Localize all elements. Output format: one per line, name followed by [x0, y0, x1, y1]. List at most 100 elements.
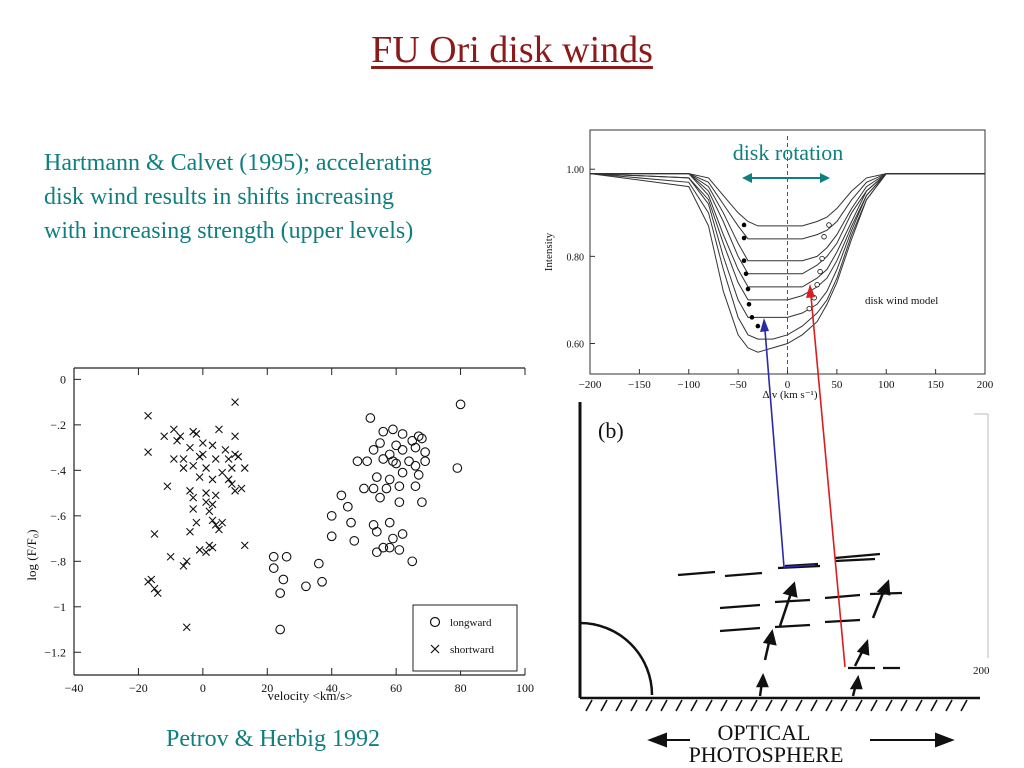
- hatch-mark: [810, 699, 818, 712]
- longward-point: [326, 531, 337, 542]
- longward-point: [281, 551, 292, 562]
- hatch-mark: [855, 699, 863, 712]
- hatch-mark: [615, 699, 623, 712]
- longward-point: [394, 497, 405, 508]
- y-tick-label: −1.2: [44, 645, 66, 659]
- shortward-point: [218, 468, 227, 477]
- shortward-point: [224, 455, 233, 463]
- longward-point: [365, 413, 376, 423]
- longward-point: [384, 542, 395, 553]
- shortward-point: [231, 486, 239, 495]
- legend-shortward: shortward: [450, 644, 494, 656]
- shortward-point: [192, 430, 201, 438]
- shortward-point: [211, 491, 220, 500]
- longward-point: [397, 429, 408, 439]
- longward-point: [391, 440, 401, 451]
- longward-point: [413, 431, 424, 442]
- shortward-point: [160, 432, 169, 441]
- hatch-mark: [960, 699, 968, 712]
- longward-point: [381, 483, 392, 494]
- x-tick-label: 80: [455, 681, 467, 695]
- longward-point: [336, 490, 347, 501]
- longward-point: [326, 510, 337, 521]
- longward-point: [378, 454, 389, 464]
- shortward-point: [144, 448, 152, 457]
- photosphere-schematic: (b) 200 OPTICAL PHOTOSPHERE: [578, 402, 990, 767]
- x-tick-label: −20: [129, 681, 148, 695]
- longward-point: [384, 517, 395, 528]
- hatch-mark: [900, 699, 908, 712]
- shortward-point: [153, 589, 162, 598]
- longward-point: [362, 456, 373, 467]
- longward-point: [404, 456, 414, 467]
- right-frame-edge: [974, 413, 989, 658]
- longward-point: [397, 445, 408, 455]
- shortward-point: [192, 518, 201, 527]
- filled-marker: [741, 222, 747, 228]
- panel-label: (b): [598, 418, 624, 443]
- shortward-point: [182, 557, 191, 566]
- longward-point: [371, 547, 382, 558]
- longward-point: [410, 442, 421, 453]
- shortward-point: [176, 432, 185, 441]
- disk-wind-model-label: disk wind model: [865, 295, 938, 307]
- shortward-point: [150, 584, 159, 593]
- x-tick-label: 100: [516, 681, 534, 695]
- hatch-mark: [645, 699, 653, 712]
- longward-point: [388, 456, 398, 467]
- shortward-point: [211, 455, 220, 463]
- shortward-point: [231, 432, 239, 441]
- longward-point: [317, 576, 327, 587]
- description-line-3: with increasing strength (upper levels): [44, 218, 414, 244]
- longward-point: [391, 458, 401, 469]
- description-line-2: disk wind results in shifts increasing: [44, 184, 394, 210]
- legend-longward: longward: [450, 617, 492, 629]
- shortward-point: [186, 486, 194, 495]
- open-marker: [821, 234, 827, 240]
- longward-point: [313, 558, 324, 569]
- shortward-point: [189, 427, 198, 436]
- shortward-point: [205, 507, 214, 516]
- longward-point: [349, 535, 360, 546]
- x-tick-label: 200: [977, 379, 994, 391]
- wind-arrows: [755, 579, 891, 697]
- shortward-point: [240, 541, 249, 550]
- shortward-point: [234, 452, 243, 461]
- longward-point: [375, 492, 385, 503]
- shortward-point: [189, 505, 198, 513]
- hatch-mark: [825, 699, 833, 712]
- shortward-point: [169, 425, 178, 434]
- profile-curve: [590, 173, 985, 275]
- y-tick-label: −.8: [50, 554, 66, 568]
- hatch-mark: [675, 699, 683, 712]
- hatch-mark: [930, 699, 938, 712]
- longward-point: [384, 474, 395, 485]
- hatch-mark: [795, 699, 803, 712]
- x-tick-label: 0: [200, 681, 206, 695]
- longward-point: [371, 472, 382, 483]
- shortward-point: [208, 475, 217, 484]
- open-marker: [806, 305, 812, 312]
- longward-point: [301, 581, 311, 592]
- longward-point: [420, 447, 430, 457]
- shortward-point: [186, 527, 194, 536]
- slide-title: FU Ori disk winds: [371, 29, 653, 71]
- shortward-point: [173, 436, 181, 445]
- longward-point: [268, 563, 279, 573]
- shortward-point: [166, 552, 175, 561]
- figure-caption: Petrov & Herbig 1992: [166, 726, 380, 752]
- longward-point: [417, 497, 427, 508]
- filled-marker: [741, 258, 747, 264]
- x-tick-label: 20: [261, 681, 273, 695]
- shortward-point: [202, 464, 210, 472]
- hatch-mark: [585, 699, 593, 712]
- hatch-mark: [885, 699, 893, 712]
- shortward-point: [240, 464, 249, 472]
- longward-point: [394, 481, 405, 492]
- shortward-point: [179, 561, 188, 570]
- y-axis-label: Intensity: [543, 232, 555, 271]
- hatch-mark: [750, 699, 758, 712]
- disk-rotation-label: disk rotation: [733, 140, 844, 165]
- shortward-point: [186, 443, 194, 452]
